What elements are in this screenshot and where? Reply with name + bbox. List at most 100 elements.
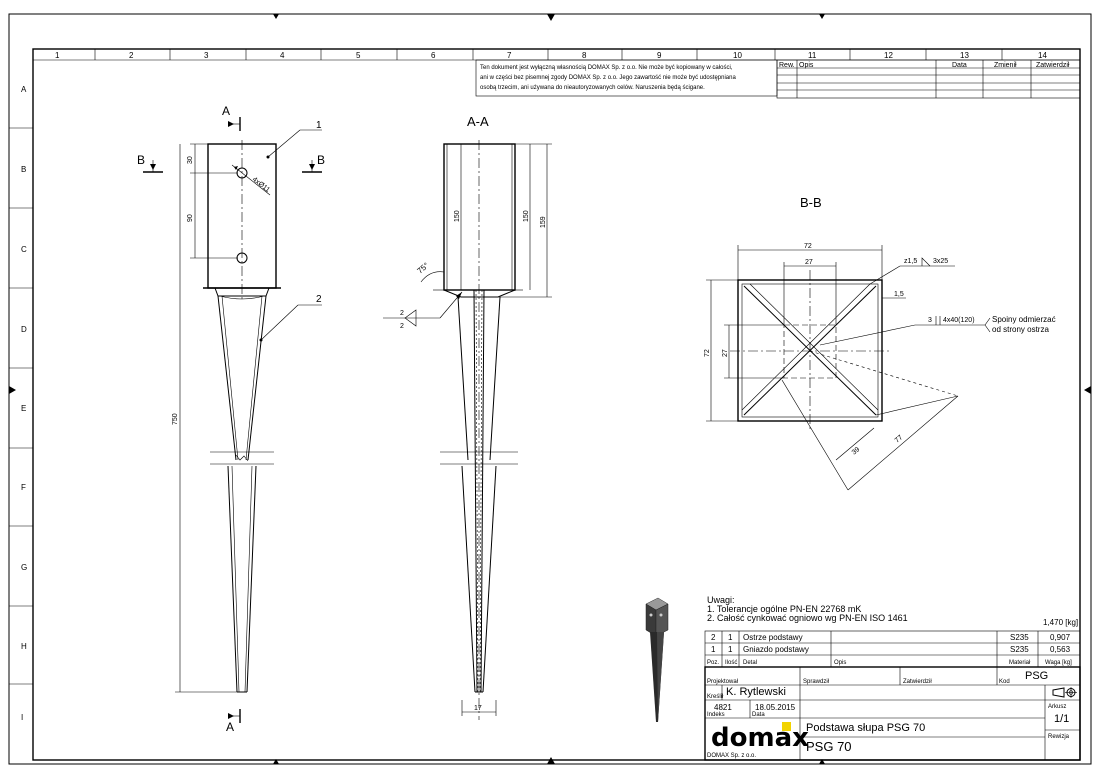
col-label: 10 [733, 51, 742, 60]
row-label: A [21, 85, 27, 94]
part-row-material: S235 [1010, 645, 1029, 654]
part-row-pos: 1 [711, 645, 716, 654]
part-row-qty: 1 [728, 633, 733, 642]
isometric-preview [645, 597, 669, 722]
dim-27-left: 27 [722, 349, 729, 357]
total-mass: 1,470 [kg] [1043, 618, 1078, 627]
dim-72-left: 72 [704, 349, 711, 357]
row-label: H [21, 642, 27, 651]
dim-39: 39 [851, 446, 862, 456]
col-label: 3 [204, 51, 209, 60]
drawn-label: Kreślił [707, 694, 724, 700]
dim-150-a: 150 [454, 210, 461, 222]
dim-750: 750 [172, 413, 179, 425]
sheet-value: 1/1 [1054, 713, 1069, 725]
drawing-title: Podstawa słupa PSG 70 [806, 722, 925, 734]
section-label-b-left: B [137, 153, 145, 167]
notes-line-2: 2. Całość cynkować ogniowo wg PN-EN ISO … [707, 613, 908, 623]
col-label: 9 [657, 51, 662, 60]
col-label: 6 [431, 51, 436, 60]
weld-2-a: 2 [400, 310, 404, 317]
dim-17: 17 [474, 705, 482, 712]
revision-label: Rewizja [1048, 734, 1070, 740]
approved-header: Zatwierdził [1036, 62, 1070, 69]
section-bb-title: B-B [800, 195, 822, 210]
disclaimer-line-1: Ten dokument jest wyłączną własnością DO… [480, 65, 733, 71]
notes-heading: Uwagi: [707, 595, 735, 605]
column-ruler: 1 2 3 4 5 6 7 8 9 10 11 12 13 14 [33, 49, 1080, 61]
part-row-material: S235 [1010, 633, 1029, 642]
dim-holes: 4xØ11 [251, 176, 271, 194]
revision-table: Rew. Opis Data Zmienił Zatwierdził [776, 59, 1081, 99]
date-label: Data [752, 712, 765, 718]
col-label: 1 [55, 51, 60, 60]
dim-27-top: 27 [805, 259, 813, 266]
part-row-detail: Gniazdo podstawy [743, 645, 809, 654]
company-name: DOMAX Sp. z o.o. [707, 753, 756, 759]
code-value: PSG [1025, 670, 1048, 682]
row-label: C [21, 245, 27, 254]
parts-header-mass: Waga [kg] [1045, 660, 1072, 666]
col-label: 11 [808, 51, 817, 60]
col-label: 13 [960, 51, 969, 60]
section-aa-view: A-A 75° 150 150 159 [383, 114, 552, 720]
section-label-a-bottom: A [226, 720, 234, 734]
designer-name: K. Rytlewski [726, 686, 786, 698]
part-row-pos: 2 [711, 633, 716, 642]
front-view: A A B B 1 2 4xØ11 30 90 [137, 104, 325, 734]
row-label: F [21, 483, 26, 492]
approved-label: Zatwierdził [903, 679, 932, 685]
col-label: 2 [129, 51, 134, 60]
rev-header: Rew. [779, 62, 795, 69]
dim-angle: 75° [416, 261, 431, 276]
col-label: 8 [582, 51, 587, 60]
dim-150-b: 150 [523, 210, 530, 222]
date-value: 18.05.2015 [755, 703, 796, 712]
col-label: 7 [507, 51, 512, 60]
checked-label: Sprawdził [803, 679, 830, 685]
desc-header: Opis [799, 62, 814, 69]
dim-90: 90 [187, 214, 194, 222]
disclaimer-line-3: osobą trzecim, ani używana do nieautoryz… [480, 85, 705, 91]
parts-header-material: Materiał [1009, 660, 1031, 666]
row-label: G [21, 563, 27, 572]
part-row-mass: 0,907 [1050, 633, 1071, 642]
balloon-1: 1 [316, 120, 322, 131]
part-row-mass: 0,563 [1050, 645, 1071, 654]
weld-note-line-2: od strony ostrza [992, 325, 1049, 334]
part-row-detail: Ostrze podstawy [743, 633, 803, 642]
brand-wordmark: domax [711, 723, 809, 753]
weld-4x40: 4x40(120) [943, 317, 975, 324]
row-ruler: A B C D E F G H I [9, 49, 34, 760]
part-row-qty: 1 [728, 645, 733, 654]
index-label: Indeks [707, 712, 725, 718]
col-label: 12 [884, 51, 893, 60]
weld-3x25: 3x25 [933, 258, 948, 265]
row-label: I [21, 713, 23, 722]
center-marks [9, 14, 1091, 764]
designed-label: Projektował [707, 679, 739, 685]
weld-z: z1,5 [904, 258, 917, 265]
parts-list: 2 1 Ostrze podstawy S235 0,907 1 1 Gniaz… [704, 630, 1081, 668]
code-label: Kod [999, 679, 1010, 685]
dim-30: 30 [187, 156, 194, 164]
weld-2-b: 2 [400, 323, 404, 330]
col-label: 14 [1038, 51, 1047, 60]
section-aa-title: A-A [467, 114, 489, 129]
title-block: Projektował Sprawdził Zatwierdził Kod PS… [704, 666, 1081, 761]
drawing-frame [32, 48, 1081, 761]
parts-header-detail: Detal [743, 660, 757, 666]
col-label: 4 [280, 51, 285, 60]
notes-line-1: 1. Tolerancje ogólne PN-EN 22768 mK [707, 604, 861, 614]
weld-note-line-1: Spoiny odmierzać [992, 315, 1056, 324]
parts-header-qty: Ilość [725, 660, 737, 666]
weld-3: 3 [928, 317, 932, 324]
domax-logo: domax DOMAX Sp. z o.o. [707, 722, 809, 759]
drawing-subtitle: PSG 70 [806, 739, 852, 754]
brand-square [782, 722, 791, 731]
disclaimer-line-2: ani w części bez pisemnej zgody DOMAX Sp… [480, 75, 736, 81]
dim-72-top: 72 [804, 243, 812, 250]
row-label: B [21, 165, 26, 174]
section-bb-view: B-B 72 27 72 27 1,5 [704, 195, 1056, 491]
